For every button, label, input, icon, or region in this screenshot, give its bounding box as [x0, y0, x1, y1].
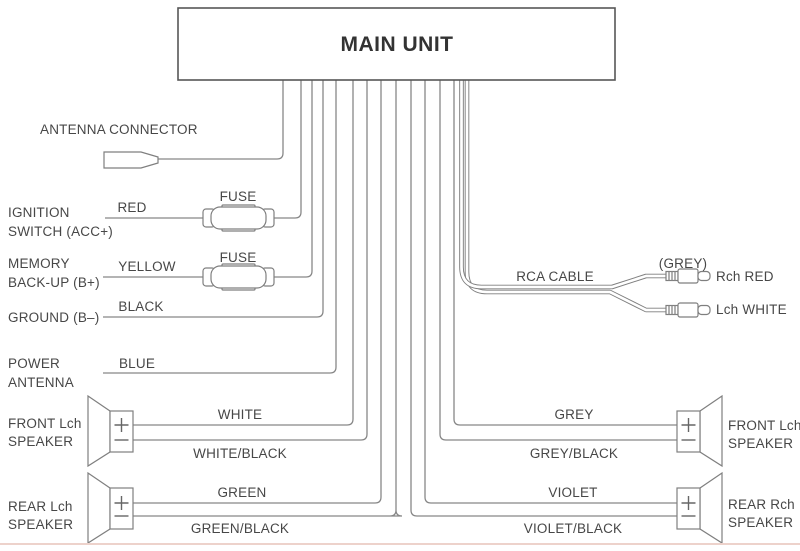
antenna-connector-icon	[103, 151, 159, 169]
front-left-speaker-icon	[87, 394, 134, 468]
label-rca-cable: RCA CABLE	[516, 269, 594, 284]
plus-terminal	[681, 418, 696, 432]
label-ignition-2: SWITCH (ACC+)	[8, 224, 113, 239]
label-rear-left-1: REAR Lch	[8, 499, 73, 514]
label-wire-black: BLACK	[118, 299, 163, 314]
rca-plug-rch-icon	[665, 268, 711, 284]
label-memory-1: MEMORY	[8, 256, 70, 271]
wire-black	[103, 80, 324, 318]
wire-grey	[453, 80, 677, 426]
rca-cable-lch	[464, 80, 666, 313]
label-rca-grey-note: (GREY)	[659, 256, 707, 271]
label-front-left-2: SPEAKER	[8, 434, 73, 449]
plus-terminal	[114, 496, 129, 510]
label-ground: GROUND (B–)	[8, 310, 99, 325]
label-wire-green-black: GREEN/BLACK	[191, 521, 289, 536]
main-unit-title: MAIN UNIT	[341, 33, 454, 56]
label-wire-grey-black: GREY/BLACK	[530, 446, 618, 461]
label-rear-right-1: REAR Rch	[728, 497, 795, 512]
label-ignition-1: IGNITION	[8, 205, 70, 220]
wire-antenna-lead	[156, 80, 284, 160]
label-fuse-2: FUSE	[220, 250, 257, 265]
fuse2-icon	[202, 263, 275, 291]
label-rear-right-2: SPEAKER	[728, 515, 793, 530]
wire-violet-black	[410, 80, 677, 517]
rear-right-speaker-icon	[676, 471, 723, 545]
label-wire-green: GREEN	[217, 485, 266, 500]
label-antenna-connector: ANTENNA CONNECTOR	[40, 122, 198, 137]
label-wire-blue: BLUE	[119, 356, 155, 371]
plus-terminal	[681, 496, 696, 510]
label-wire-white: WHITE	[218, 407, 263, 422]
rear-left-speaker-icon	[87, 471, 134, 545]
label-wire-grey: GREY	[554, 407, 593, 422]
label-wire-red: RED	[117, 200, 146, 215]
label-wire-violet: VIOLET	[548, 485, 597, 500]
label-power-2: ANTENNA	[8, 375, 74, 390]
label-rca-rch-red: Rch RED	[716, 269, 774, 284]
rca-plug-lch-icon	[665, 302, 711, 318]
wire-grey-black	[439, 80, 677, 441]
plus-terminal	[114, 418, 129, 432]
rca-cable-rch	[459, 80, 666, 290]
fuse1-icon	[202, 204, 275, 232]
label-front-left-1: FRONT Lch	[8, 416, 82, 431]
label-front-right-2: SPEAKER	[728, 436, 793, 451]
wire-red	[105, 80, 302, 219]
label-rear-left-2: SPEAKER	[8, 517, 73, 532]
label-memory-2: BACK-UP (B+)	[8, 275, 100, 290]
wire-blue	[103, 80, 337, 374]
label-wire-violet-black: VIOLET/BLACK	[524, 521, 622, 536]
main-unit-box	[177, 7, 616, 81]
label-rca-lch-white: Lch WHITE	[716, 302, 787, 317]
label-front-right-1: FRONT Lch	[728, 418, 800, 433]
label-fuse-1: FUSE	[220, 189, 257, 204]
wire-white	[133, 80, 354, 426]
label-wire-yellow: YELLOW	[118, 259, 176, 274]
wire-violet	[424, 80, 677, 504]
wire-white-black	[133, 80, 368, 441]
wire-green-black	[133, 80, 403, 517]
label-power-1: POWER	[8, 356, 60, 371]
wire-yellow	[103, 80, 313, 278]
wire-green	[133, 80, 382, 504]
front-right-speaker-icon	[676, 394, 723, 468]
label-wire-white-black: WHITE/BLACK	[193, 446, 287, 461]
